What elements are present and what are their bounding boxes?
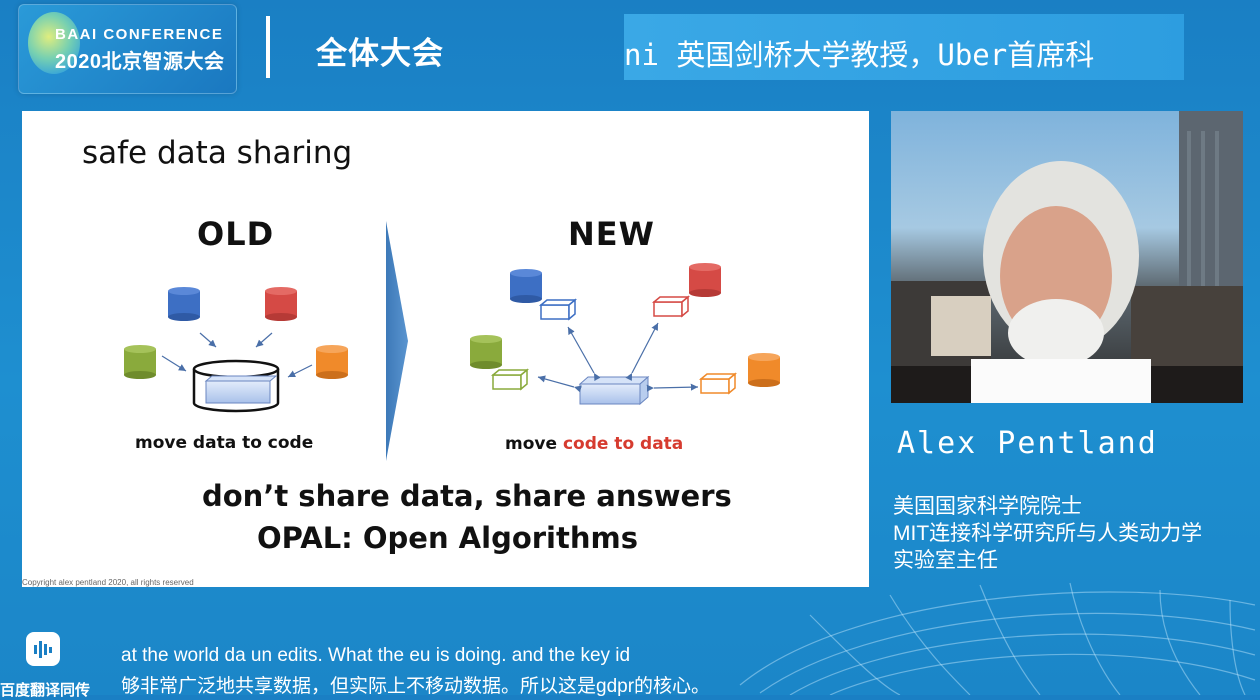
code-box-orange-icon [701,374,735,393]
logo-conference-label: BAAI CONFERENCE [55,26,223,43]
speaker-title-line2: MIT连接科学研究所与人类动力学 [893,517,1202,547]
subtitle-english: at the world da un edits. What the eu is… [121,645,630,667]
speaker-name: Alex Pentland [897,426,1158,461]
speaker-video-frame [891,111,1243,403]
new-green-database-icon [470,335,502,369]
new-red-database-icon [689,263,721,297]
blue-database-icon [168,287,200,321]
new-blue-database-icon [510,269,542,303]
speaker-title-line1: 美国国家科学院院士 [893,490,1082,520]
data-sharing-diagram [22,111,869,587]
speaker-title-line3: 实验室主任 [893,544,998,574]
logo-event-label: 2020北京智源大会 [55,45,225,74]
subtitle-chinese: 够非常广泛地共享数据，但实际上不移动数据。所以这是gdpr的核心。 [121,671,710,698]
new-caption-prefix: move [505,434,557,454]
header-divider [266,16,270,78]
orange-database-icon [316,345,348,379]
code-box-blue-icon [541,300,575,319]
decorative-mesh [730,575,1260,695]
opal-line: OPAL: Open Algorithms [257,521,638,555]
new-caption-highlight: code to data [563,434,683,454]
session-title: 全体大会 [316,28,444,73]
translate-app-label: 百度翻译同传 [0,679,90,700]
code-box-red-icon [654,297,688,316]
new-label: NEW [568,215,655,253]
speaker-video [891,111,1243,403]
old-caption: move data to code [135,433,313,453]
code-box-green-icon [493,370,527,389]
new-caption: move code to data [505,434,683,454]
transition-arrow [386,221,408,461]
baidu-translate-icon [26,632,60,666]
answers-line: don’t share data, share answers [202,479,732,513]
red-database-icon [265,287,297,321]
presentation-slide: safe data sharing OLD NEW move data to c… [22,111,869,587]
new-orange-database-icon [748,353,780,387]
slide-title: safe data sharing [82,135,352,171]
speaker-ticker: ni 英国剑桥大学教授，Uber首席科 [624,14,1184,80]
ticker-text: ni 英国剑桥大学教授，Uber首席科 [624,32,1094,74]
old-label: OLD [197,215,274,253]
slide-copyright: Copyright alex pentland 2020, all rights… [22,578,194,587]
central-code-box-icon [580,377,648,404]
green-database-icon [124,345,156,379]
central-database-icon [194,361,278,411]
